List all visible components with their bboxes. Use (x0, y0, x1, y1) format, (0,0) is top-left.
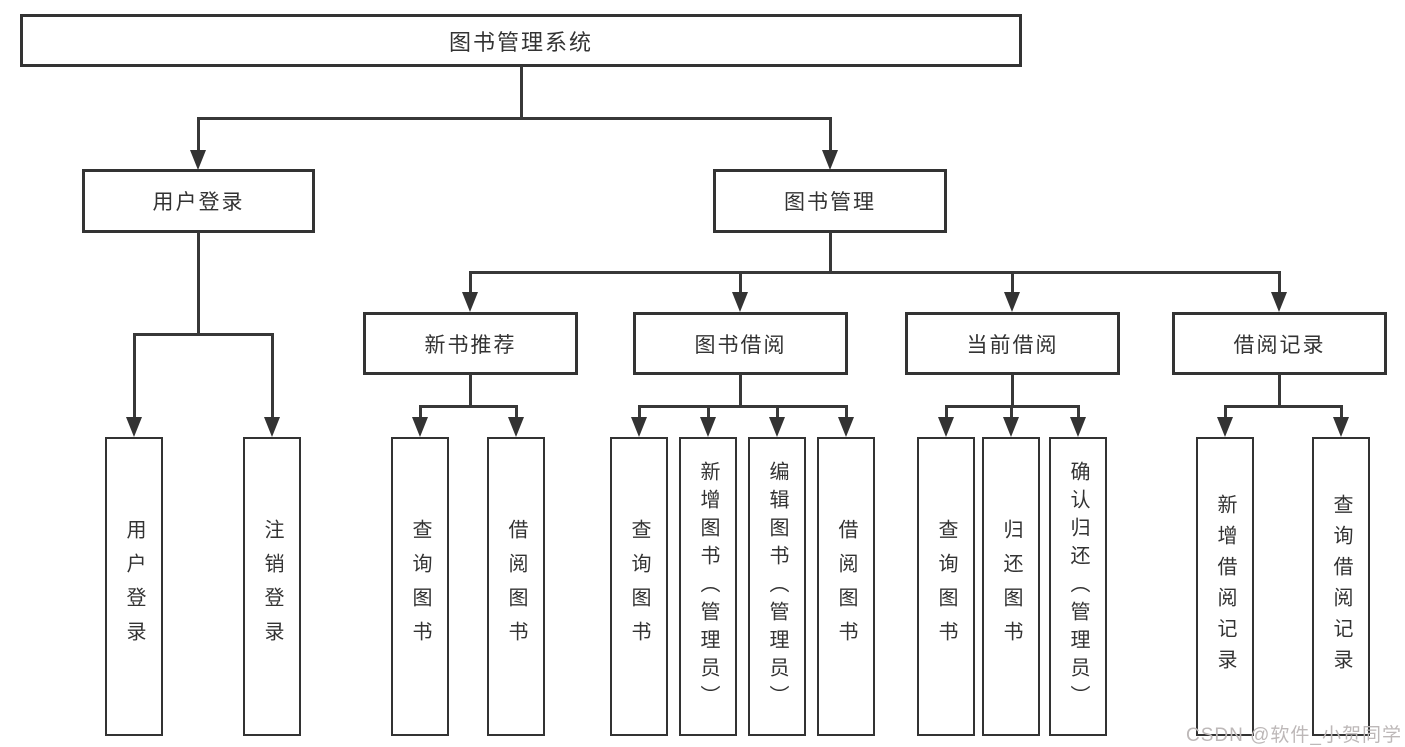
node-current-confirm-return-admin: 确认归还（管理员） (1049, 437, 1107, 736)
arrow-down-icon (508, 417, 524, 437)
arrow-down-icon (1003, 417, 1019, 437)
arrow-down-icon (938, 417, 954, 437)
leaf-label: 查询图书 (628, 518, 650, 655)
connector-line (944, 405, 948, 419)
node-recommend-borrow-books: 借阅图书 (487, 437, 545, 736)
connector-line (828, 232, 832, 274)
connector-line (418, 405, 422, 419)
leaf-label: 查询图书 (935, 518, 957, 655)
connector-line (469, 271, 1281, 274)
connector-line (196, 117, 832, 120)
connector-line (1009, 405, 1013, 419)
arrow-down-icon (462, 292, 478, 312)
node-borrowing-edit-books-admin: 编辑图书（管理员） (748, 437, 806, 736)
arrow-down-icon (822, 150, 838, 170)
connector-line (418, 405, 518, 408)
leaf-label: 借阅图书 (835, 518, 857, 655)
leaf-label: 用户登录 (123, 518, 145, 655)
arrow-down-icon (1217, 417, 1233, 437)
leaf-label: 查询图书 (409, 518, 431, 655)
watermark-text: CSDN @软件_小贺同学 (1186, 725, 1402, 746)
node-current-return-books: 归还图书 (982, 437, 1040, 736)
arrow-down-icon (732, 292, 748, 312)
leaf-label: 确认归还（管理员） (1067, 460, 1089, 713)
arrow-down-icon (1070, 417, 1086, 437)
arrow-down-icon (631, 417, 647, 437)
node-current-borrowing: 当前借阅 (905, 312, 1120, 375)
arrow-down-icon (700, 417, 716, 437)
node-records-query-borrow-record: 查询借阅记录 (1312, 437, 1370, 736)
arrow-down-icon (264, 417, 280, 437)
connector-line (1339, 405, 1343, 419)
leaf-label: 新增借阅记录 (1214, 493, 1236, 680)
arrow-down-icon (1271, 292, 1287, 312)
leaf-label: 归还图书 (1000, 518, 1022, 655)
arrow-down-icon (1333, 417, 1349, 437)
connector-line (1011, 271, 1014, 294)
connector-line (637, 405, 848, 408)
arrow-down-icon (1004, 292, 1020, 312)
node-borrowing-add-books-admin: 新增图书（管理员） (679, 437, 737, 736)
node-book-borrowing: 图书借阅 (633, 312, 848, 375)
node-borrowing-borrow-books: 借阅图书 (817, 437, 875, 736)
leaf-label: 新增图书（管理员） (697, 460, 719, 713)
leaf-label: 编辑图书（管理员） (766, 460, 788, 713)
connector-line (1011, 374, 1014, 408)
connector-line (844, 405, 848, 419)
connector-line (739, 271, 742, 294)
connector-line (469, 374, 472, 408)
node-borrowing-query-books: 查询图书 (610, 437, 668, 736)
node-current-query-books: 查询图书 (917, 437, 975, 736)
connector-line (196, 117, 200, 152)
leaf-label: 借阅图书 (505, 518, 527, 655)
connector-line (1278, 374, 1281, 408)
node-logout: 注销登录 (243, 437, 301, 736)
arrow-down-icon (769, 417, 785, 437)
node-records-add-borrow-record: 新增借阅记录 (1196, 437, 1254, 736)
connector-line (132, 333, 274, 336)
arrow-down-icon (190, 150, 206, 170)
node-new-book-recommend: 新书推荐 (363, 312, 578, 375)
connector-line (1278, 271, 1281, 294)
node-book-management: 图书管理 (713, 169, 947, 233)
node-user-login: 用户登录 (82, 169, 315, 233)
connector-line (1076, 405, 1080, 419)
node-user-login-leaf: 用户登录 (105, 437, 163, 736)
arrow-down-icon (126, 417, 142, 437)
node-library-system: 图书管理系统 (20, 14, 1022, 67)
connector-line (706, 405, 710, 419)
arrow-down-icon (838, 417, 854, 437)
connector-line (1223, 405, 1227, 419)
arrow-down-icon (412, 417, 428, 437)
connector-line (519, 66, 523, 119)
node-recommend-query-books: 查询图书 (391, 437, 449, 736)
connector-line (1223, 405, 1343, 408)
connector-line (739, 374, 742, 408)
connector-line (270, 333, 274, 419)
connector-line (197, 232, 200, 336)
node-borrowing-records: 借阅记录 (1172, 312, 1387, 375)
connector-line (514, 405, 518, 419)
leaf-label: 注销登录 (261, 518, 283, 655)
leaf-label: 查询借阅记录 (1330, 493, 1352, 680)
connector-line (132, 333, 136, 419)
connector-line (775, 405, 779, 419)
connector-line (637, 405, 641, 419)
connector-line (828, 117, 832, 152)
connector-line (469, 271, 472, 294)
